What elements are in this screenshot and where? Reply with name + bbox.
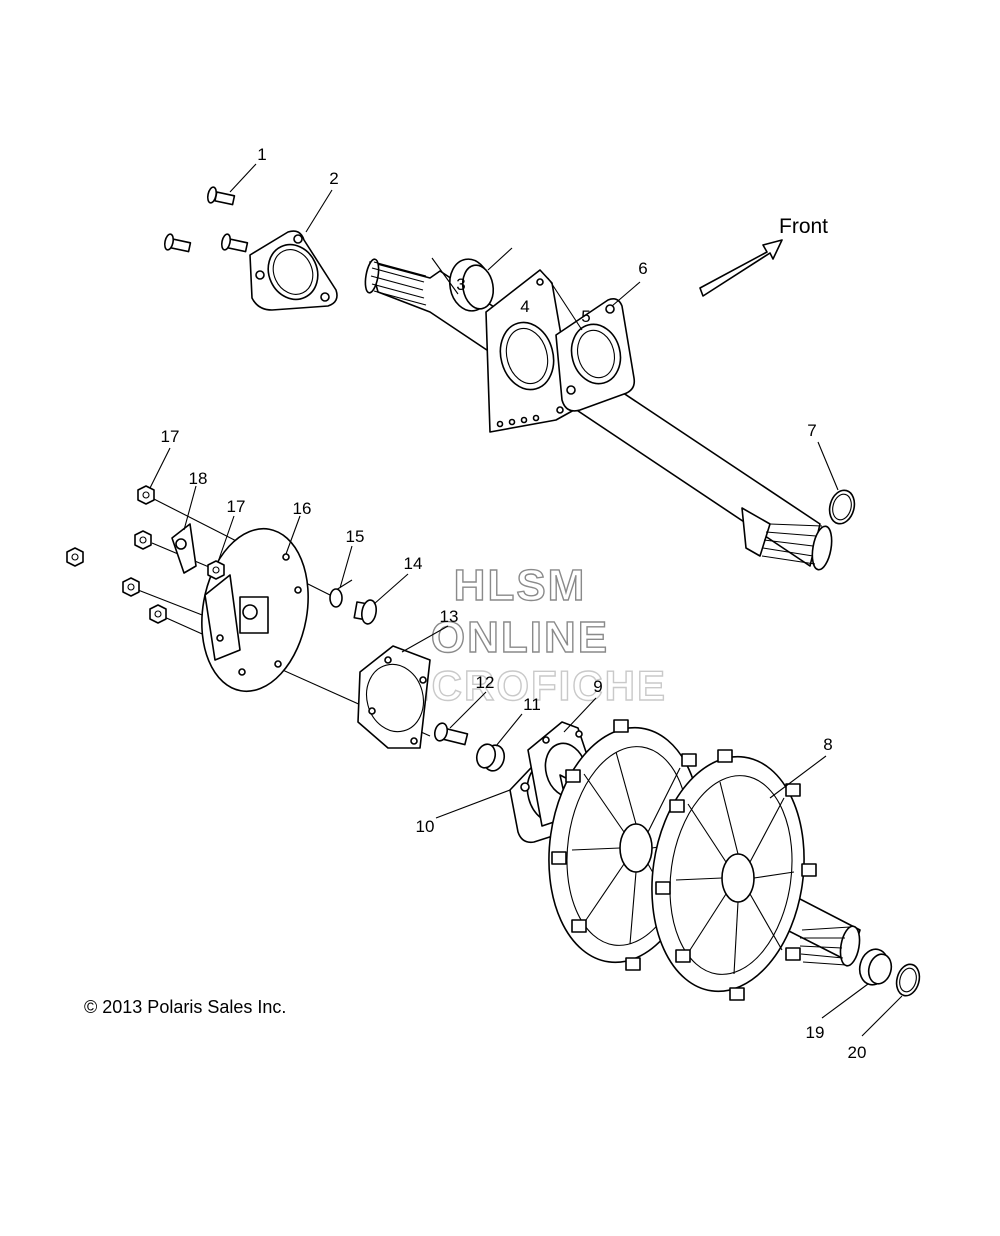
shaft-spline-right [741,507,833,571]
callout-7: 7 [807,421,816,440]
part-16-hub-plate [201,527,309,693]
lower-drive-assembly [509,719,921,1001]
callout-13: 13 [440,607,459,626]
watermark-line-1: HLSM [454,561,587,610]
callout-11: 11 [523,695,541,714]
callout-2: 2 [329,169,338,188]
shaft-spline-left [364,258,427,306]
part-18-hole [175,538,187,550]
part-15-washer [329,588,343,608]
callout-10: 10 [416,817,435,836]
callout-18: 18 [189,469,208,488]
part-12-bolt [433,722,469,746]
callout-4: 4 [520,297,529,316]
callout-17-bottom: 17 [227,497,246,516]
bolt [163,233,192,253]
callout-8: 8 [823,735,832,754]
part-6-flange [555,298,636,412]
part-13-gasket [357,645,431,749]
part-20-ring [895,963,921,997]
callout-6: 6 [638,259,647,278]
part-7-ring [828,489,856,525]
callout-14: 14 [404,554,423,573]
part-8-sprocket-right [651,749,817,1001]
callout-3: 3 [456,275,465,294]
callout-1: 1 [257,145,266,164]
copyright-text: © 2013 Polaris Sales Inc. [84,997,286,1017]
callout-17-top: 17 [161,427,180,446]
part-19-bearing [858,948,893,986]
part-1-bolts [163,186,249,253]
front-label: Front [779,215,828,238]
callout-16: 16 [293,499,312,518]
front-arrow-icon [699,239,783,297]
part-14-pin [353,599,378,625]
left-hub-assembly [66,485,431,737]
watermark-line-3: MICROFICHE [381,662,667,709]
bolt [206,186,236,206]
callout-9: 9 [593,677,602,696]
part-11-spline-nut [475,743,506,772]
part-4-bearing [448,258,495,312]
bolt [220,233,249,253]
part-2-flange [249,230,338,311]
callout-leaders [149,163,903,1037]
callout-19: 19 [806,1023,825,1042]
watermark: HLSM ONLINE MICROFICHE [380,560,667,709]
callout-12: 12 [476,673,495,692]
callout-20: 20 [848,1043,867,1062]
part-5-flange-plate [485,269,575,433]
callout-labels: 1 2 3 4 5 6 7 8 9 10 11 12 13 14 15 16 1… [161,145,867,1062]
front-direction-indicator: Front [699,215,828,297]
watermark-line-2: ONLINE [431,613,609,662]
callout-15: 15 [346,527,365,546]
callout-5: 5 [581,307,590,326]
part-17-nuts [66,485,225,624]
upper-shaft-assembly [364,258,856,571]
drive-shaft-spline-right [799,925,861,967]
